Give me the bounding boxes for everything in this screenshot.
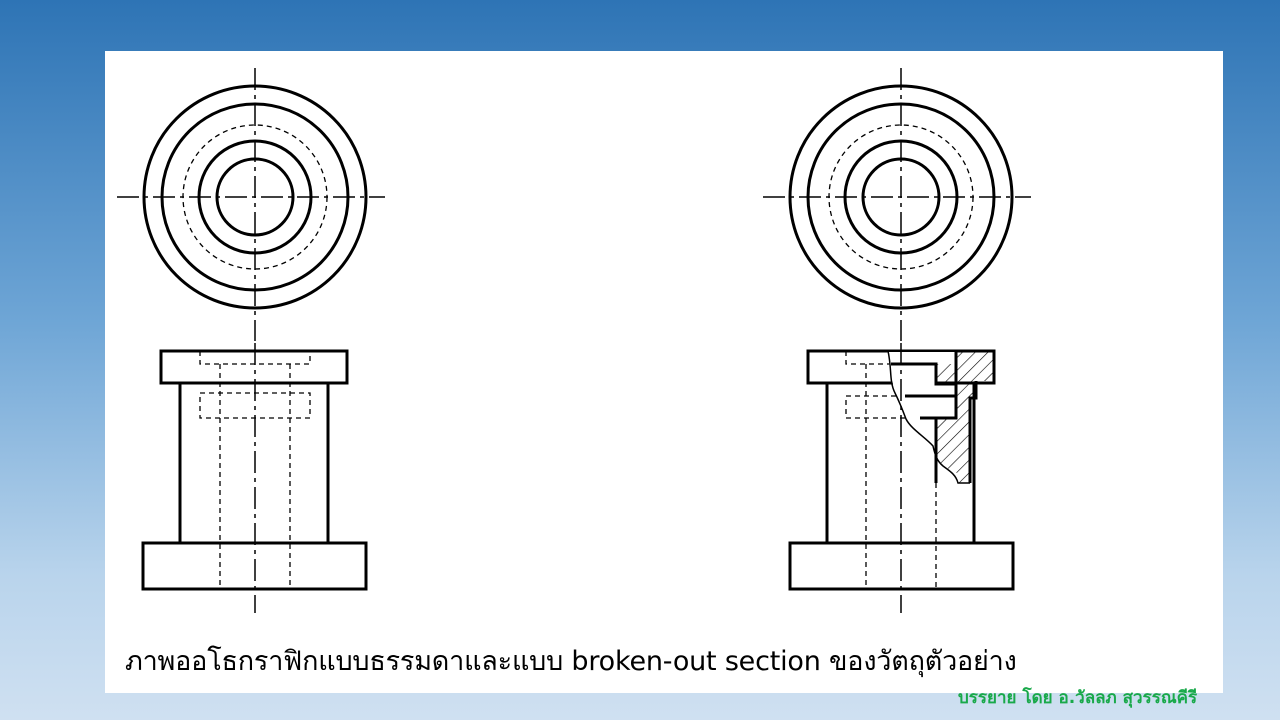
conventional-top-view [117, 68, 385, 341]
orthographic-drawing [117, 68, 1031, 613]
figure-caption: ภาพออโธกราฟิกแบบธรรมดาและแบบ broken-out … [125, 646, 1017, 677]
conventional-front-view [141, 343, 368, 613]
broken-out-section-view [788, 343, 1015, 613]
drawing-panel: ภาพออโธกราฟิกแบบธรรมดาและแบบ broken-out … [105, 51, 1223, 693]
lecturer-credit: บรรยาย โดย อ.วัลลภ สุวรรณคีรี [958, 688, 1198, 708]
broken-out-top-view [763, 68, 1031, 341]
